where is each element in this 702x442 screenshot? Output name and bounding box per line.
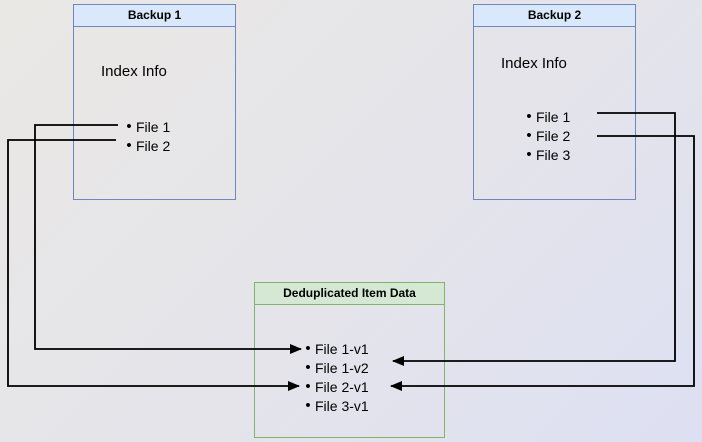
dedup-file1-v2-item: • File 1-v2 — [301, 358, 369, 377]
backup2-file-list: • File 1 • File 2 • File 3 — [522, 107, 570, 164]
backup2-file2-item: • File 2 — [522, 126, 570, 145]
dedup-file-list: • File 1-v1 • File 1-v2 • File 2-v1 • Fi… — [301, 339, 369, 415]
bullet-icon: • — [126, 118, 132, 135]
backup1-file-list: • File 1 • File 2 — [122, 117, 170, 155]
backup2-file2-label: File 2 — [536, 127, 571, 144]
backup1-file1-item: • File 1 — [122, 117, 170, 136]
backup2-file1-item: • File 1 — [522, 107, 570, 126]
backup1-file2-item: • File 2 — [122, 136, 170, 155]
bullet-icon: • — [126, 137, 132, 154]
dedup-container: Deduplicated Item Data • File 1-v1 • Fil… — [254, 282, 445, 438]
dedup-file3-v1-item: • File 3-v1 — [301, 396, 369, 415]
bullet-icon: • — [305, 378, 311, 395]
bullet-icon: • — [526, 146, 532, 163]
backup2-file3-label: File 3 — [536, 146, 571, 163]
dedup-file3-v1-label: File 3-v1 — [315, 397, 369, 414]
backup2-file3-item: • File 3 — [522, 145, 570, 164]
backup1-file2-label: File 2 — [136, 137, 171, 154]
bullet-icon: • — [526, 127, 532, 144]
backup1-file1-label: File 1 — [136, 118, 171, 135]
bullet-icon: • — [305, 397, 311, 414]
dedup-file1-v1-item: • File 1-v1 — [301, 339, 369, 358]
bullet-icon: • — [305, 359, 311, 376]
backup1-container: Backup 1 Index Info • File 1 • File 2 — [73, 4, 236, 200]
bullet-icon: • — [526, 108, 532, 125]
dedup-title: Deduplicated Item Data — [255, 283, 444, 305]
dedup-file2-v1-item: • File 2-v1 — [301, 377, 369, 396]
backup1-title: Backup 1 — [74, 5, 235, 27]
backup2-container: Backup 2 Index Info • File 1 • File 2 • … — [473, 4, 636, 200]
backup2-index-info-label: Index Info — [501, 55, 567, 72]
dedup-file1-v2-label: File 1-v2 — [315, 359, 369, 376]
backup2-file1-label: File 1 — [536, 108, 571, 125]
backup1-index-info-label: Index Info — [101, 63, 167, 80]
dedup-file2-v1-label: File 2-v1 — [315, 378, 369, 395]
backup2-title: Backup 2 — [474, 5, 635, 27]
bullet-icon: • — [305, 340, 311, 357]
dedup-file1-v1-label: File 1-v1 — [315, 340, 369, 357]
